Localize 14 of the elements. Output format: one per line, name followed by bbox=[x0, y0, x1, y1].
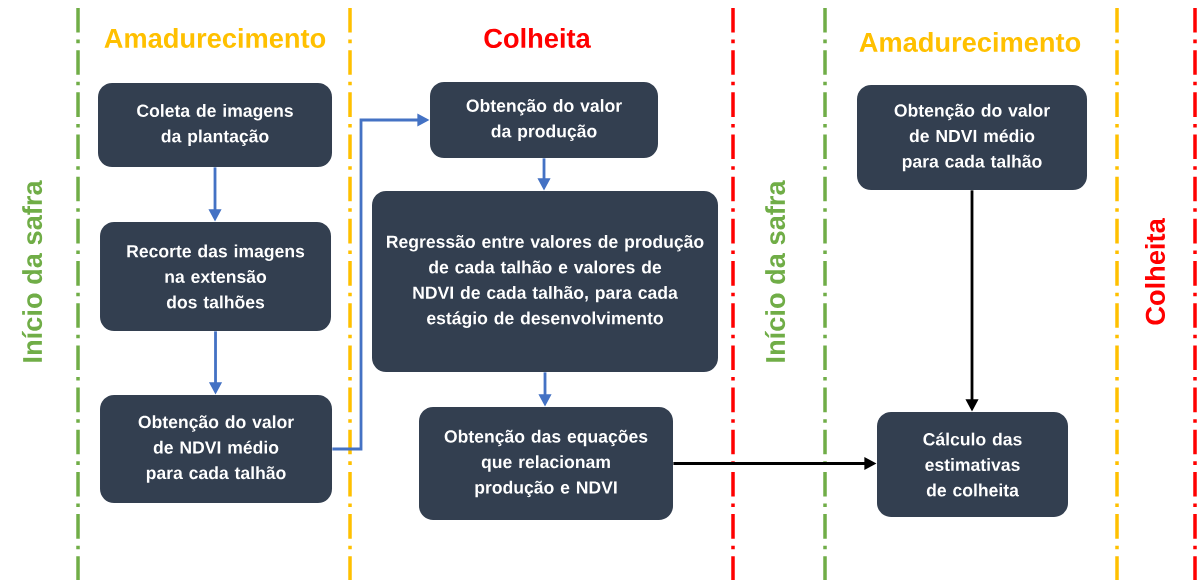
stage-label: Amadurecimento bbox=[104, 28, 326, 48]
process-box: Obtenção do valor de NDVI médio para cada talhão bbox=[857, 85, 1087, 190]
stage-label: Início da safra bbox=[21, 180, 43, 362]
stage-label: Amadurecimento bbox=[859, 32, 1081, 52]
process-box: Recorte das imagens na extensão dos talhões bbox=[100, 222, 331, 331]
process-box: Obtenção do valor da produção bbox=[430, 82, 658, 158]
process-box: Obtenção do valor de NDVI médio para cada talhão bbox=[100, 395, 332, 503]
stage-label: Colheita bbox=[1145, 218, 1165, 325]
process-box: Coleta de imagens da plantação bbox=[98, 83, 332, 167]
stage-label: Colheita bbox=[484, 28, 591, 48]
process-box: Cálculo das estimativas de colheita bbox=[877, 412, 1068, 517]
process-box: Regressão entre valores de produção de cada talhão e valores de NDVI de cada talhão, para cada estágio de desenvolvimento bbox=[372, 191, 718, 372]
stage-label: Início da safra bbox=[764, 180, 786, 362]
process-box: Obtenção das equações que relacionam produção e NDVI bbox=[419, 407, 673, 520]
